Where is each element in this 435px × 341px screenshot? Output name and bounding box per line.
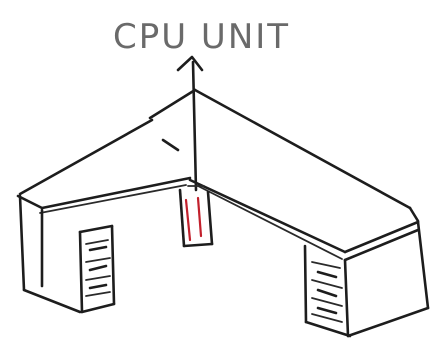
cpu-unit-label: CPU UNIT [113,17,290,57]
desk-top [16,88,420,260]
pointer-arrow [176,55,204,192]
cpu-unit [178,185,214,248]
cpu-front-edge-right [196,196,203,238]
left-pedestal [18,194,116,314]
cpu-front-edge-left [184,198,192,242]
right-pedestal [303,220,430,338]
